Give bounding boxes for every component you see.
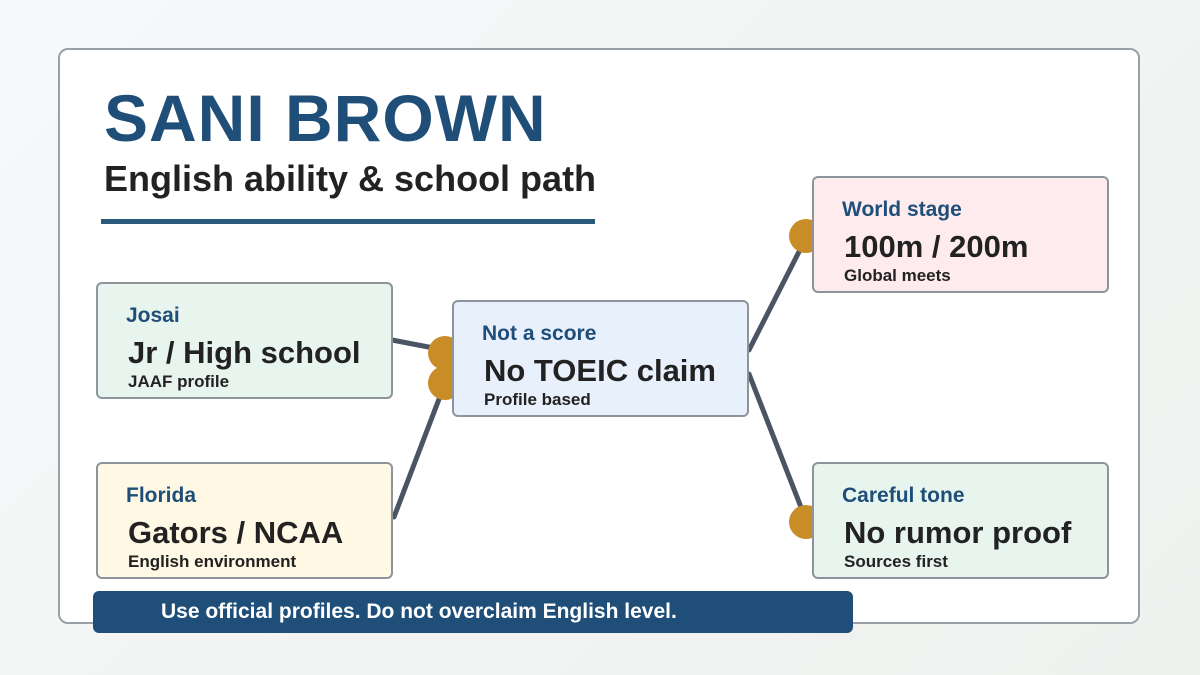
- node-josai: Josai Jr / High school JAAF profile: [96, 282, 393, 399]
- connector-florida-center: [391, 383, 447, 520]
- node-world-kicker: World stage: [842, 198, 962, 221]
- node-josai-main: Jr / High school: [128, 335, 361, 370]
- node-center-main: No TOEIC claim: [484, 353, 716, 388]
- node-florida-main: Gators / NCAA: [128, 515, 344, 550]
- node-josai-sub: JAAF profile: [128, 372, 230, 391]
- node-center-kicker: Not a score: [482, 322, 597, 345]
- node-center: Not a score No TOEIC claim Profile based: [452, 300, 749, 417]
- node-world: World stage 100m / 200m Global meets: [812, 176, 1109, 293]
- node-josai-kicker: Josai: [126, 304, 180, 327]
- page-title: SANI BROWN: [104, 81, 547, 155]
- node-careful-sub: Sources first: [844, 552, 948, 571]
- connector-center-world: [746, 235, 809, 353]
- node-center-sub: Profile based: [484, 390, 591, 409]
- node-florida-sub: English environment: [128, 552, 297, 571]
- page-subtitle: English ability & school path: [104, 158, 597, 199]
- node-world-sub: Global meets: [844, 266, 951, 285]
- node-careful: Careful tone No rumor proof Sources firs…: [812, 462, 1109, 579]
- footer-note-banner: Use official profiles. Do not overclaim …: [93, 591, 853, 633]
- node-florida-kicker: Florida: [126, 484, 197, 507]
- node-careful-kicker: Careful tone: [842, 484, 965, 507]
- title-underline: [101, 219, 595, 224]
- node-careful-main: No rumor proof: [844, 515, 1072, 550]
- connector-center-careful: [746, 371, 809, 523]
- node-florida: Florida Gators / NCAA English environmen…: [96, 462, 393, 579]
- node-world-main: 100m / 200m: [844, 229, 1029, 264]
